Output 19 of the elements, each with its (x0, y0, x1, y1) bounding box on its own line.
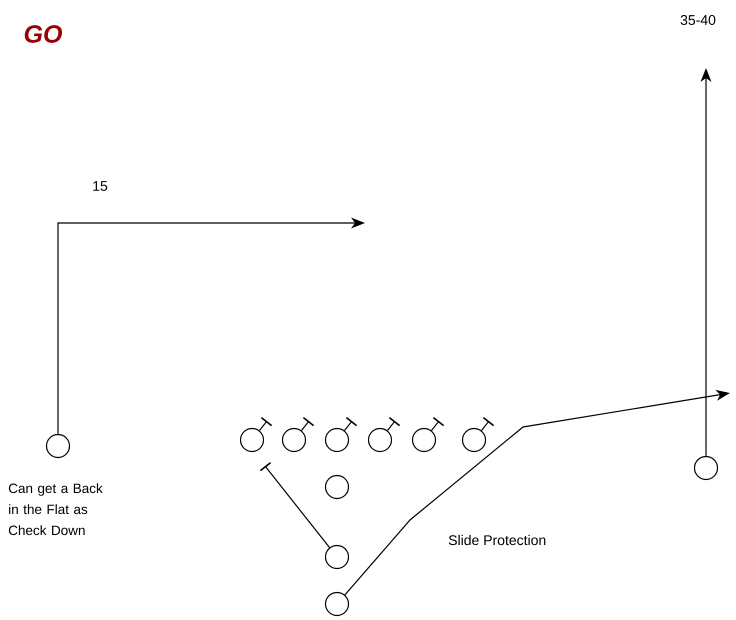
note: Can get a Back in the Flat as Check Down (8, 483, 103, 536)
player-circle (694, 456, 718, 480)
edge-label: 15 (91, 180, 109, 192)
route-arrow (344, 390, 730, 596)
player-circle (324, 592, 350, 616)
player-circle (412, 428, 436, 452)
title: GO (24, 25, 62, 43)
label: Slide Protection (448, 534, 546, 546)
route-arrow (57, 218, 365, 434)
player-circle (324, 428, 350, 452)
player-circle (462, 428, 486, 452)
player-circle (282, 428, 306, 452)
player-circle (46, 434, 70, 458)
player-circle (324, 544, 350, 570)
edge-label: 35-40 (679, 14, 717, 26)
player-circle (324, 474, 350, 500)
player-circle (240, 428, 264, 452)
player-circle (368, 428, 392, 452)
route-arrow (700, 68, 712, 456)
